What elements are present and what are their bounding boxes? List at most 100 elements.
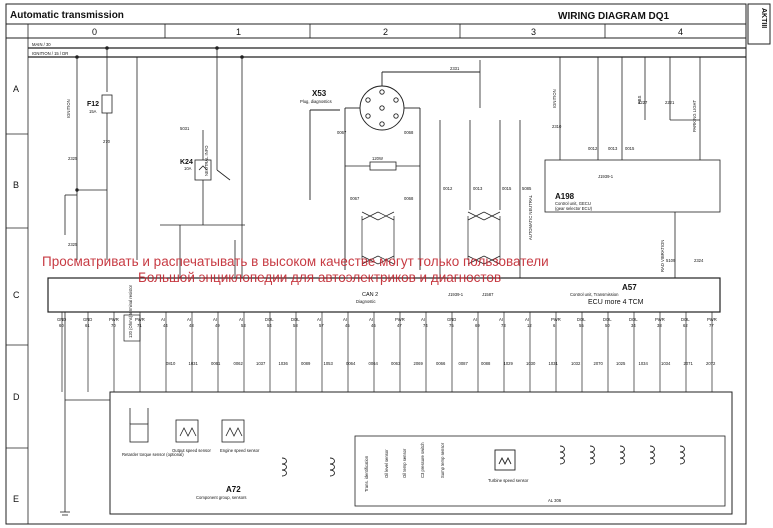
tcm-pin-label: AI	[213, 317, 217, 322]
diagram-frame	[5, 3, 747, 525]
retarder-sensor-label: Retarder torque sensor (optional)	[122, 452, 184, 457]
wire-0013-b2: 0013	[608, 146, 618, 151]
tcm-pin-number: 74	[423, 323, 428, 328]
ignition-rail-label: IGNITION / 15 / DR	[32, 51, 68, 56]
ignition-side-label: IGNITION	[66, 99, 71, 118]
d-row-wire-number: 1032	[571, 361, 581, 366]
engine-speed-sensor	[221, 419, 245, 443]
tcm-pin-number: 73	[501, 323, 506, 328]
tcm-pin-number: 47	[397, 323, 402, 328]
sump-temp-label: Sump temp sensor	[440, 442, 445, 478]
tcm-pin-label: PWR	[135, 317, 145, 322]
wire-2331: 2331	[450, 66, 460, 71]
tcm-pin-number: 60	[59, 323, 64, 328]
d-row-wire-number: 1029	[504, 361, 514, 366]
d-row-wire-number: 1031	[549, 361, 559, 366]
j1939-label: J1939-1	[448, 292, 464, 297]
header-title-left: Automatic transmission	[10, 10, 124, 21]
tcm-pin-label: AI	[369, 317, 373, 322]
tcm-pin-label: PWR	[707, 317, 717, 322]
tcm-pin-label: DOL	[681, 317, 690, 322]
tcm-pin-number: 44	[163, 323, 168, 328]
rad-vibration-label: RAD VIBRATION	[660, 240, 665, 272]
wire-0068-a: 0068	[404, 130, 414, 135]
tcm-pin-label: PWR	[395, 317, 405, 322]
main-rail-label: MAIN / 30	[32, 42, 51, 47]
tcm-pin-row: GND60GND61PWR70PWR71AI44AI48AI49AI53DOL5…	[57, 312, 717, 392]
wire-0013-b: 0013	[473, 186, 483, 191]
column-label-0: 0	[92, 27, 97, 37]
a198-conn: J1939-1	[598, 174, 614, 179]
automatic-neutral-label: AUTOMATIC NEUTRAL	[528, 194, 533, 240]
d-row-wire-number: 1037	[256, 361, 266, 366]
tcm-pin-number: 49	[215, 323, 220, 328]
wire-0015-b2: 0015	[625, 146, 635, 151]
wire-0067-a: 0067	[337, 130, 347, 135]
wire-2324: 2324	[694, 258, 704, 263]
a57-tcm-block	[47, 277, 721, 313]
tcm-pin-number: 57	[319, 323, 324, 328]
al306-label: AL 306	[548, 498, 562, 503]
wire-2221: 2221	[665, 100, 675, 105]
d-row-wire-number: 1036	[279, 361, 289, 366]
coil-sensors	[281, 445, 685, 477]
tcm-pin-label: AI	[187, 317, 191, 322]
d-row-wire-number: 2070	[594, 361, 604, 366]
d-row-wire-number: 0063	[391, 361, 401, 366]
f12-label: F12	[87, 101, 99, 108]
d-row-wire-number: 2071	[684, 361, 694, 366]
can-resistor-120w	[345, 161, 420, 171]
tcm-pin-label: AI	[499, 317, 503, 322]
a57-desc2: ECU more 4 TCM	[588, 299, 644, 306]
resistor-120w-label: 120W	[372, 156, 383, 161]
tcm-pin-label: AI	[421, 317, 425, 322]
tcm-pin-number: 34	[631, 323, 636, 328]
column-label-4: 4	[678, 27, 683, 37]
wire-0067-b: 0067	[350, 196, 360, 201]
row-label-e: E	[13, 494, 19, 504]
wire-270-a: 270	[103, 139, 111, 144]
d-row-wire-number: 2072	[706, 361, 716, 366]
wire-0068-b: 0068	[404, 196, 414, 201]
header-title-right: WIRING DIAGRAM DQ1	[558, 11, 670, 22]
tcm-pin-number: 75	[449, 323, 454, 328]
side-tab	[747, 3, 771, 45]
left-ground-loop	[60, 312, 110, 516]
watermark-line1: Просматривать и распечатывать в высоком …	[42, 254, 549, 269]
column-dividers	[27, 24, 606, 38]
tcm-pin-number: 69	[475, 323, 480, 328]
a57-label: A57	[622, 283, 637, 292]
d-row-wire-number: 0087	[459, 361, 469, 366]
tcm-pin-label: AI	[343, 317, 347, 322]
watermark-line2: Большой энциклопедии для автоэлектриков …	[138, 270, 501, 285]
wire-2310: 2310	[552, 124, 562, 129]
row-label-b: B	[13, 180, 19, 190]
column-label-3: 3	[531, 27, 536, 37]
al306-box	[354, 435, 726, 507]
c3-pressure-label: C3 pressure switch	[420, 442, 425, 478]
a198-label: A198	[555, 192, 575, 201]
tcm-pin-number: 53	[241, 323, 246, 328]
d-row-wire-number: 0064	[346, 361, 356, 366]
tcm-pin-label: DOL	[291, 317, 300, 322]
row-label-d: D	[13, 392, 20, 402]
oil-level-label: Oil level sensor	[384, 449, 389, 478]
d-row-wire-number: 0062	[234, 361, 244, 366]
d-row-wire-number: 0089	[301, 361, 311, 366]
output-speed-label: Output speed sensor	[172, 448, 211, 453]
tcm-pin-label: DOL	[577, 317, 586, 322]
d-row-wire-number: 1031	[189, 361, 199, 366]
tcm-pin-label: DOL	[629, 317, 638, 322]
a198-desc1: Control unit, GECU	[555, 201, 591, 206]
trans-identification-label: Trans. identification	[364, 455, 369, 492]
tcm-pin-number: 12	[527, 323, 532, 328]
tcm-ignition-label: IGNITION	[552, 89, 557, 108]
ignition-feed-left	[64, 46, 138, 260]
tcm-pin-label: AI	[161, 317, 165, 322]
wire-2325-b: 2325	[68, 242, 78, 247]
turbine-sensor-label: Turbine speed sensor	[488, 478, 529, 483]
d-row-wire-number: 1025	[616, 361, 626, 366]
wire-0012-b: 0012	[443, 186, 453, 191]
d-row-wire-number: 1053	[324, 361, 334, 366]
d-row-wire-number: 1030	[526, 361, 536, 366]
